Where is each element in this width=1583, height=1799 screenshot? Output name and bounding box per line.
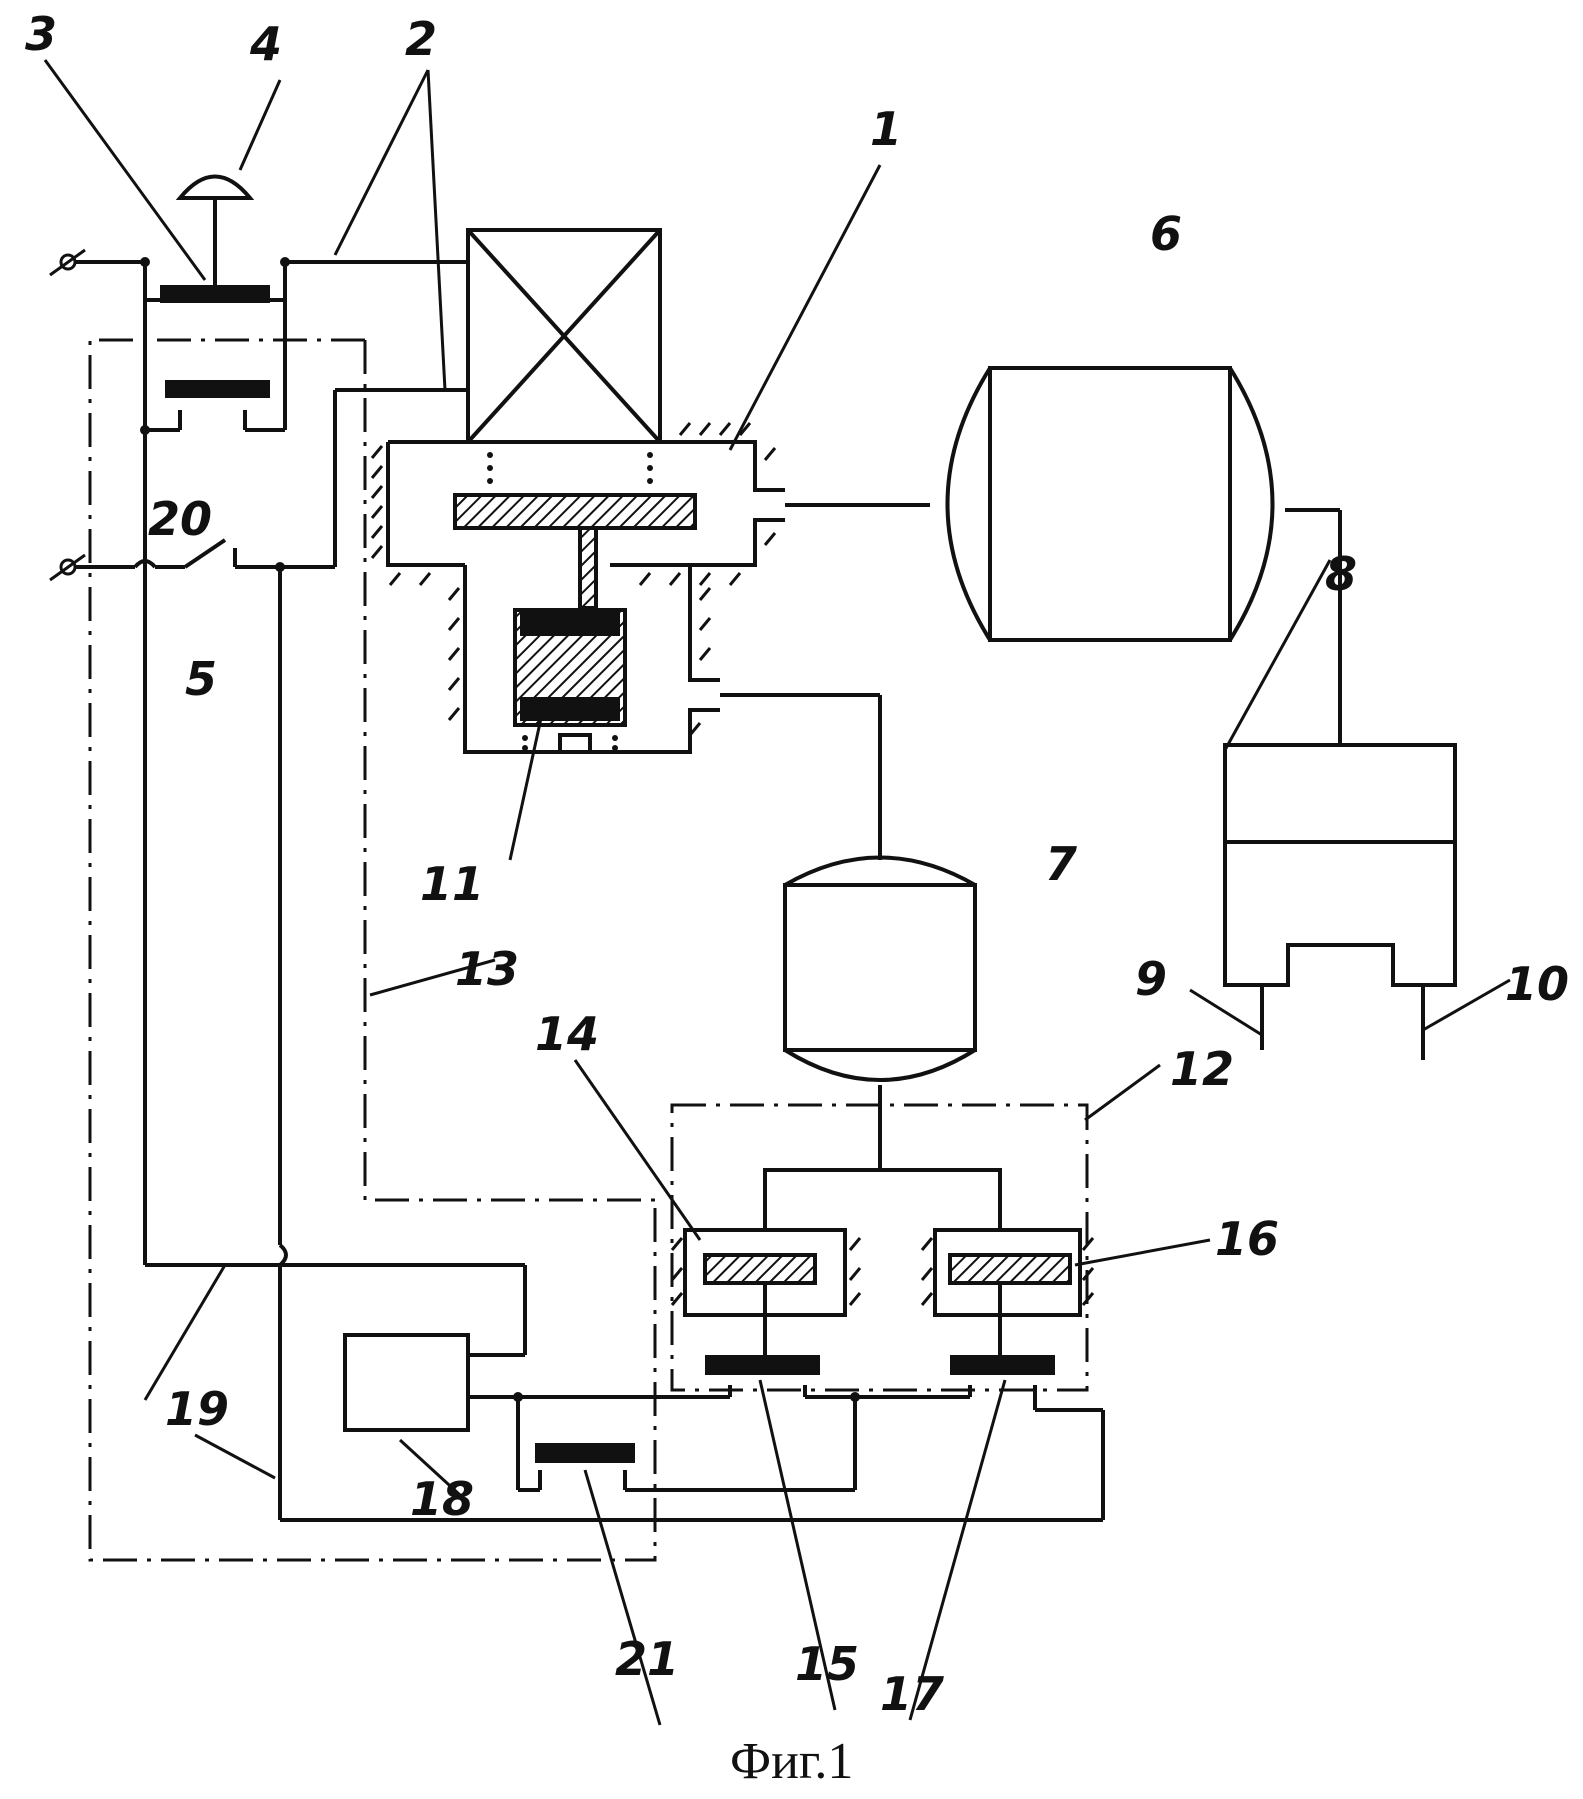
label-14: 14	[535, 1007, 599, 1061]
label-9: 9	[1135, 952, 1167, 1006]
label-15: 15	[795, 1637, 859, 1691]
label-12: 12	[1170, 1042, 1234, 1096]
label-8: 8	[1325, 547, 1357, 601]
label-19-left: 19	[165, 1382, 229, 1436]
label-21: 21	[615, 1632, 679, 1686]
label-3: 3	[25, 7, 57, 61]
block-12	[672, 1105, 1093, 1390]
leader-lines	[45, 60, 1330, 1725]
figure-caption: Фиг.1	[730, 1733, 853, 1790]
contact-3-plate	[160, 285, 270, 303]
label-7: 7	[1045, 837, 1077, 891]
label-2: 2	[405, 12, 437, 66]
bottom-circuit	[145, 1265, 1103, 1520]
label-6: 6	[1150, 207, 1182, 261]
solenoid-coil	[468, 230, 660, 442]
part-labels: 3 4 2 1 6 8 7 20 5 11 13 9 10 14 12 16 1…	[25, 7, 1569, 1721]
contact-20-plate	[165, 380, 270, 398]
label-10: 10	[1505, 957, 1569, 1011]
label-16: 16	[1215, 1212, 1279, 1266]
cylinder-8	[1190, 745, 1510, 1060]
label-5: 5	[185, 652, 217, 706]
label-11: 11	[420, 857, 484, 911]
label-18: 18	[410, 1472, 474, 1526]
tank-7	[785, 858, 975, 1081]
label-20: 20	[148, 492, 212, 546]
label-17: 17	[880, 1667, 944, 1721]
top-circuit	[50, 177, 468, 1521]
tank-6	[948, 368, 1273, 640]
label-13: 13	[455, 942, 519, 996]
valve-1	[372, 423, 785, 752]
label-1: 1	[870, 102, 902, 156]
label-4: 4	[249, 17, 282, 71]
